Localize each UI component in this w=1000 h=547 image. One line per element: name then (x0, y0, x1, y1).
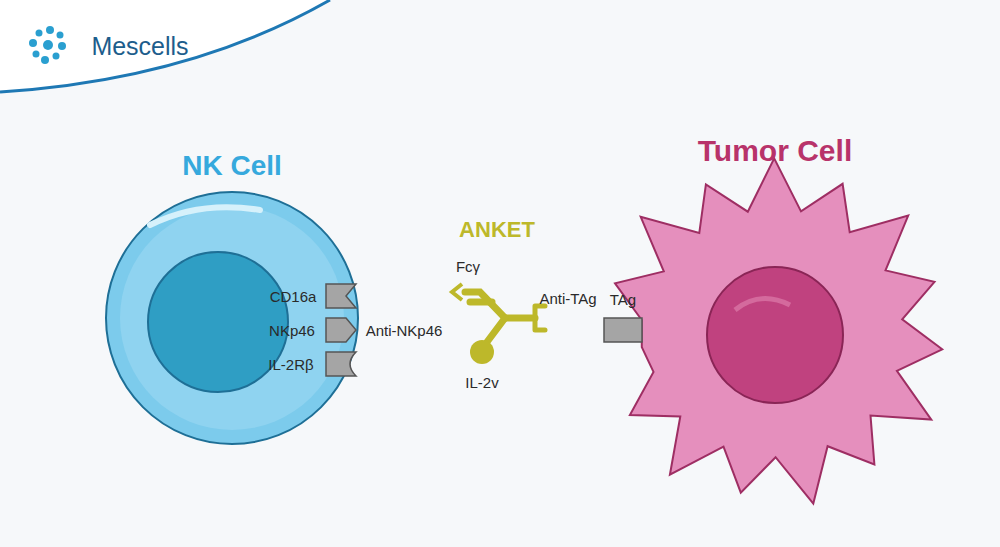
receptor-label: NKp46 (269, 322, 315, 339)
highlight (150, 207, 260, 225)
logo-text: Mescells (91, 32, 188, 61)
anket-molecule (465, 292, 545, 342)
antigen-label: TAg (610, 291, 636, 308)
nk-cell-body (106, 192, 358, 444)
domain-label: Anti-NKp46 (366, 322, 443, 339)
cell-title: NK Cell (182, 150, 282, 182)
tag-antigen (604, 318, 642, 342)
domain-label: Fcγ (456, 258, 480, 275)
domain-label: IL-2v (465, 374, 498, 391)
nucleus-shade (735, 299, 790, 310)
nk-cell-inner (120, 206, 344, 430)
receptors (326, 284, 356, 376)
logo-icon (29, 26, 66, 64)
tumor-nucleus (707, 267, 843, 403)
tumor-cell-body (615, 158, 942, 503)
domain-label: Anti-TAg (539, 290, 596, 307)
receptor-label: CD16a (270, 288, 317, 305)
fc-arrow (452, 284, 462, 300)
molecule-title: ANKET (459, 217, 535, 243)
nk-nucleus (148, 252, 288, 392)
il2v-ball (470, 340, 494, 364)
logo-curve (0, 0, 330, 92)
cell-node: NK Cell (106, 192, 358, 444)
cell-title: Tumor Cell (698, 134, 852, 168)
logo-panel (0, 0, 330, 92)
cell-node: Tumor Cell (625, 180, 925, 480)
receptor-label: IL-2Rβ (268, 356, 313, 373)
